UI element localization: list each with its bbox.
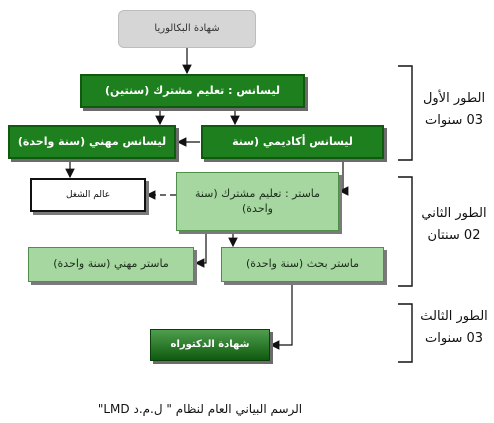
stage-3-duration: 03 سنوات	[424, 331, 484, 347]
master-professional-node: ماستر مهني (سنة واحدة)	[28, 247, 194, 282]
doctorate-label: شهادة الدكتوراه	[170, 339, 250, 351]
diagram-caption: الرسم البياني العام لنظام " ل.م.د LMD"	[97, 402, 303, 416]
licence-academic-node: ليسانس أكاديمي (سنة	[201, 125, 384, 159]
stage-1-name: الطور الأول	[422, 91, 486, 106]
arrow-master-to-professional	[194, 232, 207, 268]
stage-2-name: الطور الثاني	[421, 206, 487, 221]
stage-3-name: الطور الثالث	[420, 309, 488, 324]
baccalaureate-label: شهادة البكالوريا	[154, 23, 220, 35]
licence-professional-label: ليسانس مهني (سنة واحدة)	[17, 134, 167, 148]
licence-academic-label: ليسانس أكاديمي (سنة	[232, 134, 353, 148]
world-of-work-node: عالم الشغل	[30, 178, 146, 212]
baccalaureate-node: شهادة البكالوريا	[118, 10, 256, 48]
master-research-node: ماستر بحث (سنة واحدة)	[221, 247, 384, 282]
arrow-academic-to-master	[338, 159, 349, 196]
master-common-node: ماستر : تعليم مشترك (سنة واحدة)	[176, 172, 339, 231]
stage-3-label: الطور الثالث 03 سنوات	[414, 306, 494, 350]
licence-professional-node: ليسانس مهني (سنة واحدة)	[8, 125, 176, 159]
arrow-research-to-doctorate	[269, 283, 293, 350]
doctorate-node: شهادة الدكتوراه	[150, 329, 270, 361]
stage-bracket-1	[398, 65, 413, 161]
stage-bracket-2	[398, 176, 413, 287]
stage-2-duration: 02 سنتان	[427, 228, 481, 244]
master-common-label: ماستر : تعليم مشترك (سنة واحدة)	[194, 186, 321, 215]
master-research-label: ماستر بحث (سنة واحدة)	[245, 257, 360, 271]
stage-1-duration: 03 سنوات	[424, 113, 484, 129]
licence-common-node: ليسانس : تعليم مشترك (سنتين)	[80, 74, 305, 108]
stage-1-label: الطور الأول 03 سنوات	[414, 88, 494, 132]
stage-bracket-3	[398, 303, 413, 363]
stage-2-label: الطور الثاني 02 سنتان	[414, 203, 494, 247]
licence-common-label: ليسانس : تعليم مشترك (سنتين)	[105, 83, 280, 97]
master-professional-label: ماستر مهني (سنة واحدة)	[53, 257, 169, 271]
world-of-work-label: عالم الشغل	[65, 189, 111, 200]
